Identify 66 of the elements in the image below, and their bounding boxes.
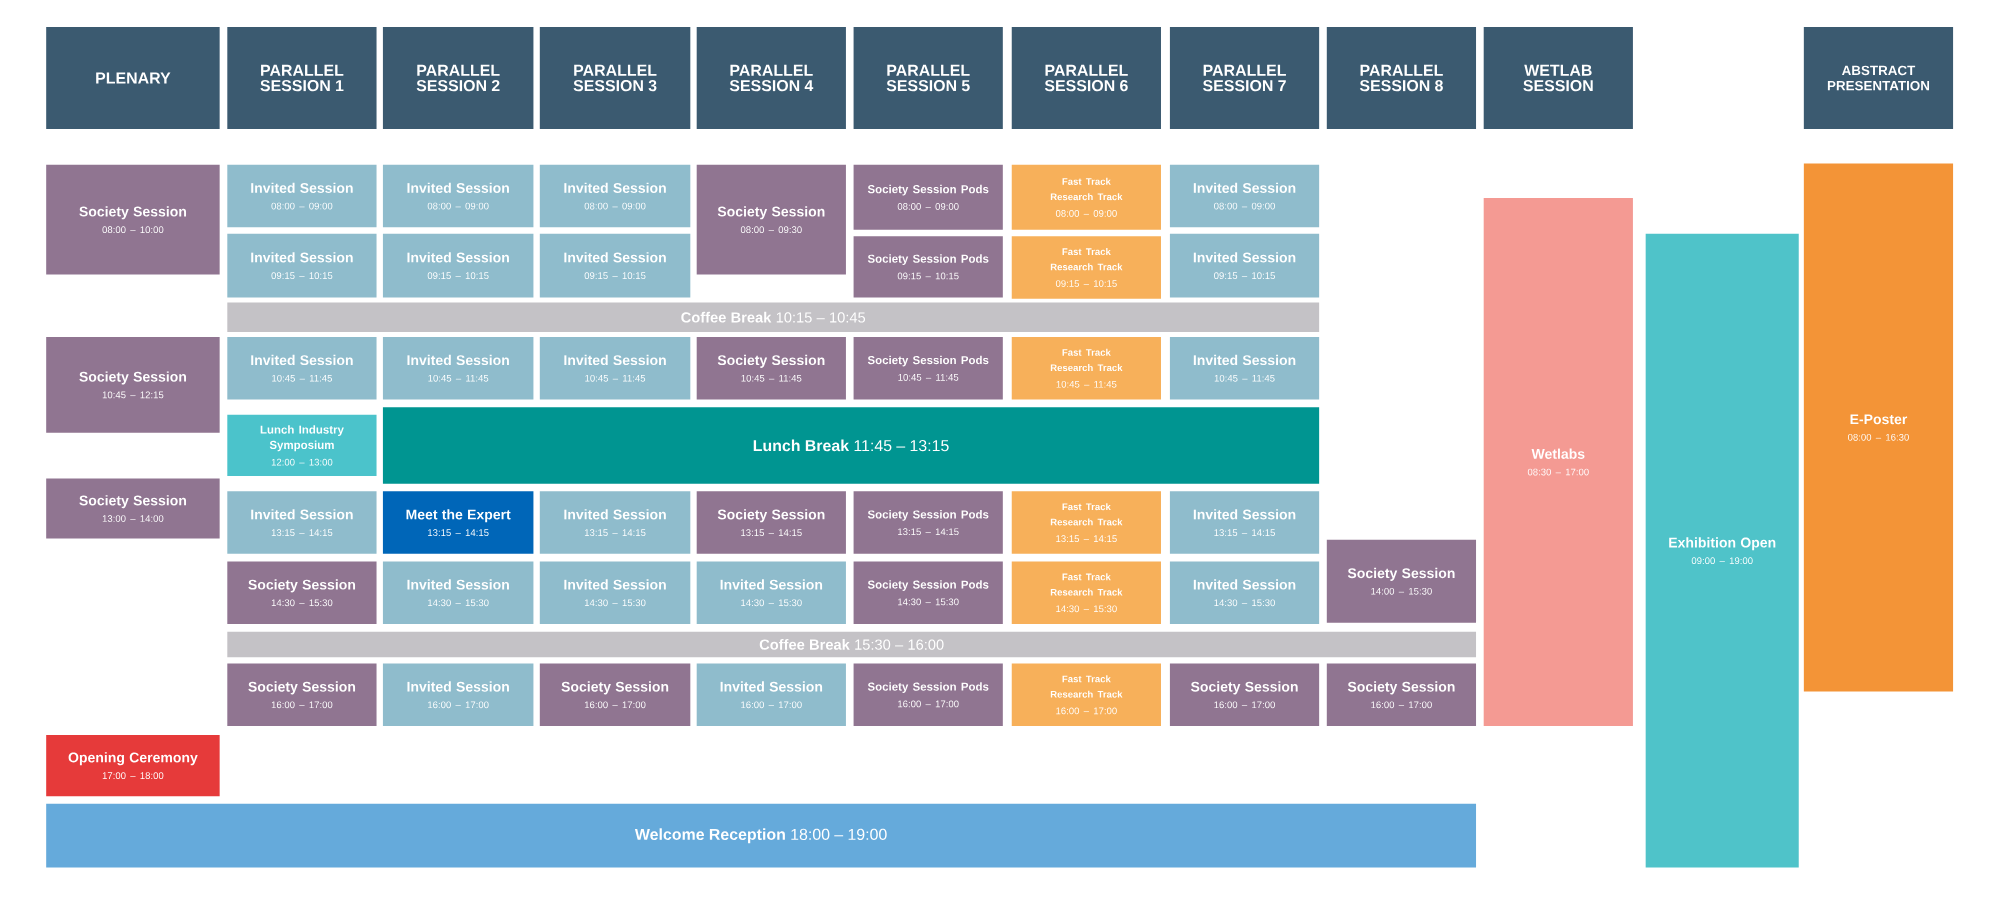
column-header: PARALLEL SESSION 1 (227, 27, 377, 130)
session-block: Society Session 16:00 – 17:00 (227, 663, 377, 727)
session-block: Invited Session 13:15 – 14:15 (1169, 491, 1320, 555)
session-block: Invited Session 14:30 – 15:30 (696, 561, 846, 625)
break-bar: Coffee Break 15:30 – 16:00 (227, 631, 1477, 658)
column-header: PLENARY (46, 27, 220, 130)
session-block: Meet the Expert 13:15 – 14:15 (382, 491, 534, 555)
column-header: PARALLEL SESSION 6 (1011, 27, 1161, 130)
event-bar: Welcome Reception 18:00 – 19:00 (46, 804, 1477, 868)
session-block: Society Session 10:45 – 12:15 (46, 337, 220, 433)
session-block: Invited Session 09:15 – 10:15 (382, 233, 534, 298)
column-header: ABSTRACT PRESENTATION (1803, 27, 1954, 130)
session-block: Invited Session 16:00 – 17:00 (382, 663, 534, 727)
session-block: Society Session Pods 13:15 – 14:15 (853, 491, 1003, 555)
session-block: Invited Session 08:00 – 09:00 (1169, 165, 1320, 228)
session-block: Invited Session 09:15 – 10:15 (539, 233, 691, 298)
session-block: Fast Track Research Track 14:30 – 15:30 (1011, 561, 1161, 625)
session-block: Invited Session 10:45 – 11:45 (1169, 337, 1320, 400)
session-block: Invited Session 14:30 – 15:30 (382, 561, 534, 625)
session-block: Invited Session 13:15 – 14:15 (227, 491, 377, 555)
session-block: Invited Session 14:30 – 15:30 (1169, 561, 1320, 625)
session-block: Opening Ceremony 17:00 – 18:00 (46, 735, 220, 797)
break-bar: Lunch Break 11:45 – 13:15 (382, 407, 1320, 484)
session-block: Invited Session 13:15 – 14:15 (539, 491, 691, 555)
column-header: PARALLEL SESSION 3 (539, 27, 691, 130)
session-bar: Wetlabs 08:30 – 17:00 (1483, 198, 1633, 727)
session-bar: Exhibition Open 09:00 – 19:00 (1645, 233, 1799, 868)
session-block: Society Session Pods 09:15 – 10:15 (853, 236, 1003, 298)
session-block: Fast Track Research Track 08:00 – 09:00 (1011, 165, 1161, 231)
session-block: Invited Session 10:45 – 11:45 (382, 337, 534, 400)
session-block: Society Session 13:00 – 14:00 (46, 478, 220, 539)
column-header: WETLAB SESSION (1483, 27, 1633, 130)
session-block: Society Session 14:30 – 15:30 (227, 561, 377, 625)
session-block: Lunch Industry Symposium 12:00 – 13:00 (227, 415, 377, 477)
session-block: Society Session 16:00 – 17:00 (539, 663, 691, 727)
column-header: PARALLEL SESSION 4 (696, 27, 846, 130)
session-block: Invited Session 10:45 – 11:45 (539, 337, 691, 400)
session-block: Fast Track Research Track 13:15 – 14:15 (1011, 491, 1161, 555)
session-block: Society Session 08:00 – 10:00 (46, 165, 220, 275)
session-block: Invited Session 16:00 – 17:00 (696, 663, 846, 727)
session-block: Invited Session 09:15 – 10:15 (1169, 233, 1320, 298)
session-block: Society Session 16:00 – 17:00 (1326, 663, 1477, 727)
column-header: PARALLEL SESSION 8 (1326, 27, 1477, 130)
column-header: PARALLEL SESSION 2 (382, 27, 534, 130)
session-block: Society Session Pods 10:45 – 11:45 (853, 337, 1003, 400)
session-block: Invited Session 08:00 – 09:00 (382, 165, 534, 228)
session-block: Society Session 16:00 – 17:00 (1169, 663, 1320, 727)
session-block: Society Session 13:15 – 14:15 (696, 491, 846, 555)
session-block: Invited Session 10:45 – 11:45 (227, 337, 377, 400)
session-block: Fast Track Research Track 16:00 – 17:00 (1011, 663, 1161, 727)
session-block: Society Session 08:00 – 09:30 (696, 165, 846, 275)
session-block: Society Session 14:00 – 15:30 (1326, 540, 1477, 623)
session-block: Society Session Pods 16:00 – 17:00 (853, 663, 1003, 727)
session-block: Invited Session 14:30 – 15:30 (539, 561, 691, 625)
session-block: Invited Session 08:00 – 09:00 (227, 165, 377, 228)
column-header: PARALLEL SESSION 7 (1169, 27, 1320, 130)
column-header: PARALLEL SESSION 5 (853, 27, 1003, 130)
session-block: Fast Track Research Track 09:15 – 10:15 (1011, 236, 1161, 299)
session-block: Invited Session 09:15 – 10:15 (227, 233, 377, 298)
session-bar: E-Poster 08:00 – 16:30 (1803, 163, 1954, 692)
session-block: Society Session Pods 14:30 – 15:30 (853, 561, 1003, 625)
session-block: Society Session 10:45 – 11:45 (696, 337, 846, 400)
session-block: Fast Track Research Track 10:45 – 11:45 (1011, 337, 1161, 400)
session-block: Invited Session 08:00 – 09:00 (539, 165, 691, 228)
session-block: Society Session Pods 08:00 – 09:00 (853, 165, 1003, 231)
break-bar: Coffee Break 10:15 – 10:45 (227, 302, 1320, 333)
